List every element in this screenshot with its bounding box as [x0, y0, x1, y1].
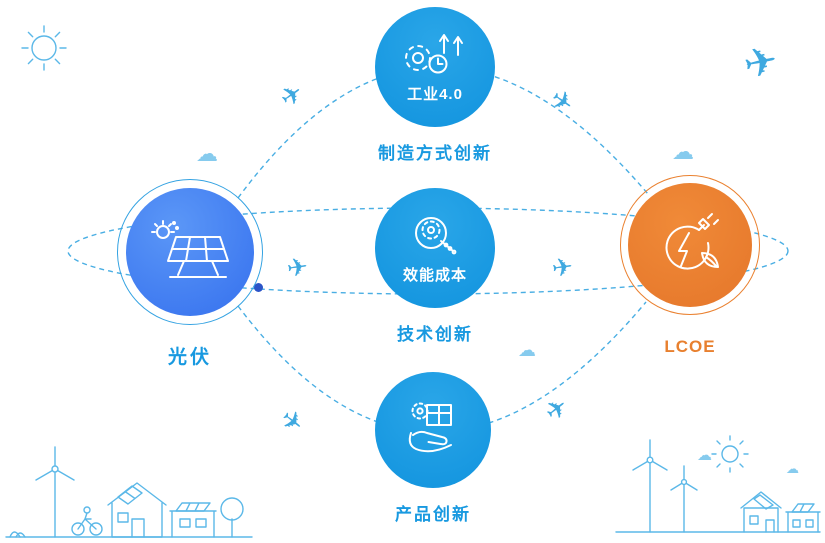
cloud-icon: ☁	[786, 461, 799, 476]
product-circle	[375, 372, 491, 488]
manufacturing-circle: 工业4.0	[375, 7, 495, 127]
label-product-innovation: 产品创新	[395, 505, 471, 524]
cloud-icon: ☁	[697, 447, 712, 464]
node-lcoe: LCOE	[620, 175, 760, 357]
label-technology-innovation: 技术创新	[397, 325, 473, 344]
plane-icon: ✈	[550, 252, 575, 284]
wind-solar-scene	[615, 435, 821, 533]
cloud-icon: ☁	[518, 340, 536, 360]
plug-leaf-energy-icon	[654, 211, 726, 280]
badge-industry-4-0: 工业4.0	[407, 85, 463, 103]
gears-growth-arrows-icon	[398, 31, 472, 80]
orbit-dot	[254, 283, 263, 292]
eco-village-scene	[5, 446, 253, 538]
sun-line-art-icon	[21, 25, 67, 71]
technology-circle: 效能成本	[375, 188, 495, 308]
node-pv: 光伏	[117, 179, 263, 369]
cloud-icon: ☁	[196, 141, 218, 166]
cloud-icon: ☁	[672, 139, 694, 164]
solar-panel-sun-icon	[146, 219, 234, 286]
node-manufacturing: 工业4.0 制造方式创新	[375, 7, 495, 164]
label-pv: 光伏	[167, 347, 212, 368]
node-product: 产品创新	[375, 372, 491, 525]
label-manufacturing-innovation: 制造方式创新	[378, 144, 492, 163]
head-gears-icon	[405, 212, 465, 261]
badge-efficiency-cost: 效能成本	[402, 266, 467, 284]
plane-icon: ✈	[285, 252, 310, 284]
pv-circle	[117, 179, 263, 325]
lcoe-circle	[620, 175, 760, 315]
hand-box-gear-icon	[401, 399, 465, 462]
node-technology: 效能成本 技术创新	[375, 188, 495, 345]
label-lcoe: LCOE	[664, 337, 716, 356]
